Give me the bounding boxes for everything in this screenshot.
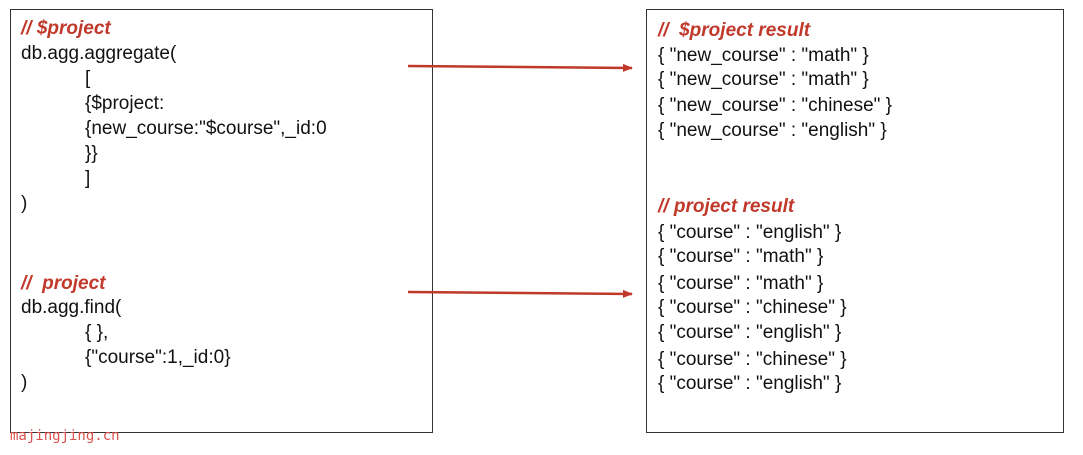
aggregate-arrow xyxy=(407,63,633,72)
code-panel: // $project db.agg.aggregate( [ {$projec… xyxy=(10,9,433,433)
code-line: }} xyxy=(85,143,98,164)
code-line: {"course":1,_id:0} xyxy=(85,347,231,368)
code-line: ] xyxy=(85,168,91,189)
code-line: db.agg.aggregate( xyxy=(21,43,177,64)
result-line: { "new_course" : "math" } xyxy=(658,69,869,90)
aggregate-result-comment: // $project result xyxy=(658,20,811,41)
code-line: ) xyxy=(21,372,28,393)
result-panel: // $project result { "new_course" : "mat… xyxy=(646,9,1064,433)
watermark: majingjing.cn xyxy=(10,428,120,444)
result-line: { "new_course" : "math" } xyxy=(658,45,869,66)
find-result-comment: // project result xyxy=(658,196,795,217)
code-line: [ xyxy=(85,68,91,89)
code-line: {new_course:"$course",_id:0 xyxy=(85,118,327,139)
find-comment: // project xyxy=(21,273,106,294)
result-line: { "course" : "chinese" } xyxy=(658,349,847,370)
result-line: { "course" : "english" } xyxy=(658,222,842,243)
result-line: { "course" : "math" } xyxy=(658,273,824,294)
aggregate-comment: // $project xyxy=(21,18,111,39)
code-line: { }, xyxy=(85,322,109,343)
result-line: { "new_course" : "chinese" } xyxy=(658,95,893,116)
result-line: { "new_course" : "english" } xyxy=(658,120,887,141)
code-line: ) xyxy=(21,193,28,214)
code-line: {$project: xyxy=(85,93,165,114)
result-line: { "course" : "english" } xyxy=(658,373,842,394)
result-line: { "course" : "math" } xyxy=(658,246,824,267)
code-line: db.agg.find( xyxy=(21,297,122,318)
result-line: { "course" : "english" } xyxy=(658,322,842,343)
result-line: { "course" : "chinese" } xyxy=(658,297,847,318)
find-arrow xyxy=(407,289,633,298)
